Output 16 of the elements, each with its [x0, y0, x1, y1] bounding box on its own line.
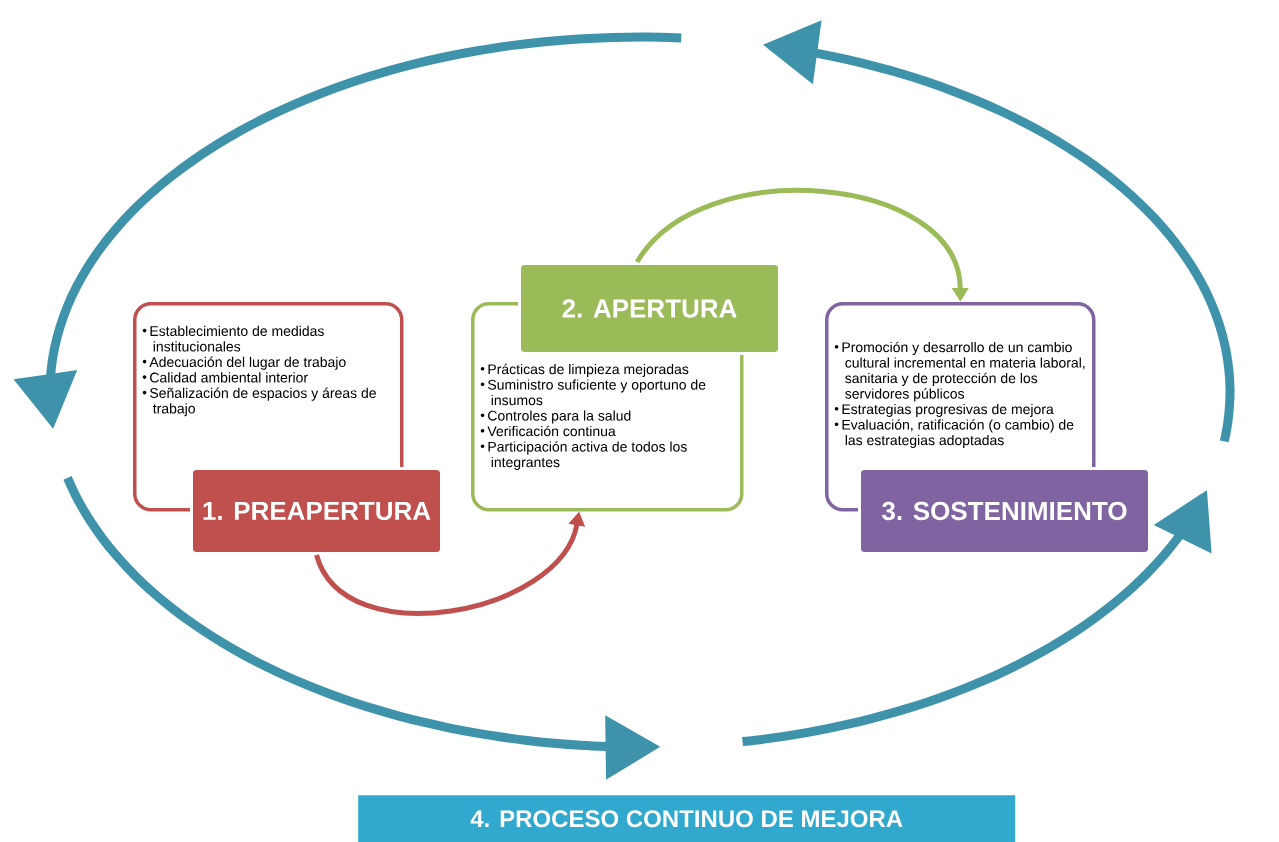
bullet-item: Señalización de espacios y áreas de trabajo: [142, 387, 376, 417]
stage-title-box: 3. SOSTENIMIENTO: [858, 467, 1151, 555]
title-bar: 4. PROCESO CONTINUO DE MEJORA: [358, 795, 1016, 842]
bullet-item: Estrategias progresivas de mejora: [834, 403, 1054, 417]
bullet-item: Evaluación, ratificación (o cambio) de las estrategias adoptadas: [834, 419, 1074, 448]
bullet-item: Participación activa de todos los integrantes: [480, 441, 687, 470]
bullet-item: Controles para la salud: [480, 410, 631, 424]
stage-title-box: 2. APERTURA: [518, 262, 781, 355]
bullet-item: Verificación continua: [480, 425, 616, 437]
bullet-item: Calidad ambiental interior: [142, 372, 308, 383]
bullet-item: Promoción y desarrollo de un cambio cultural incremental en materia laboral, sanitaria y de protección de los servidores públicos: [834, 341, 1085, 402]
bullet-item: Adecuación del lugar de trabajo: [142, 356, 346, 370]
bullet-item: Prácticas de limpieza mejoradas: [480, 363, 689, 377]
stage-title-box: 1. PREAPERTURA: [190, 467, 443, 555]
bullet-item: Establecimiento de medidas institucionales: [142, 325, 324, 352]
bullet-item: Suministro suficiente y oportuno de insumos: [480, 379, 706, 406]
